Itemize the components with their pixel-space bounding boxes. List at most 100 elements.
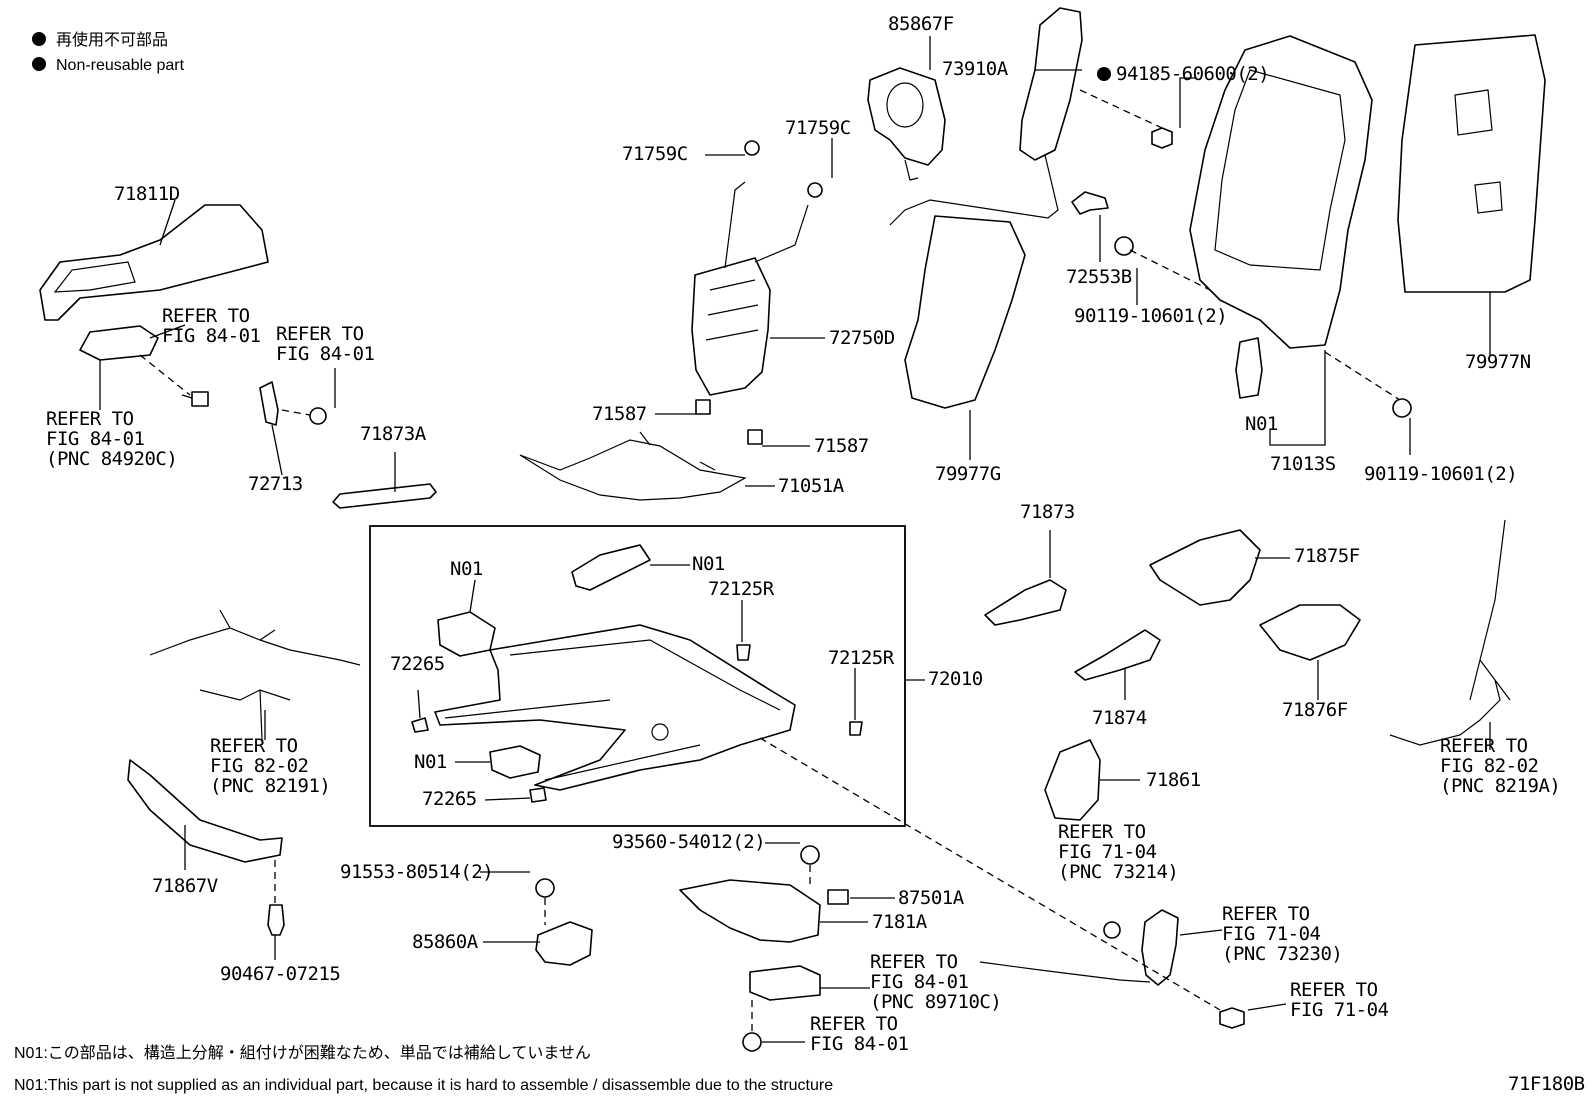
ref-82-02-b-line3: (PNC 8219A) bbox=[1440, 775, 1560, 797]
label-71587-left: 71587 bbox=[592, 403, 647, 425]
ref-84-01-e-line1: REFER TO bbox=[810, 1013, 898, 1035]
ref-84-01-d-line3: (PNC 89710C) bbox=[870, 991, 1001, 1013]
label-71811D: 71811D bbox=[114, 183, 180, 205]
part-71867V-drawing bbox=[127, 759, 283, 863]
part-71013S-frame-drawing bbox=[1189, 35, 1373, 349]
part-71875F-drawing bbox=[1149, 529, 1261, 606]
non-reusable-dot-icon bbox=[32, 57, 46, 71]
ref-71-04-c-line1: REFER TO bbox=[1290, 979, 1378, 1001]
nut-icon bbox=[1151, 127, 1173, 149]
ecu-89710C-drawing bbox=[749, 965, 821, 1001]
label-71873A: 71873A bbox=[360, 423, 427, 445]
non-reusable-dot-icon bbox=[32, 32, 46, 46]
label-71587-right: 71587 bbox=[814, 435, 869, 457]
nut-icon bbox=[1219, 1007, 1245, 1029]
clip-icon bbox=[744, 140, 760, 156]
clip-icon bbox=[695, 399, 711, 415]
ref-71-04-a-line2: FIG 71-04 bbox=[1058, 841, 1157, 863]
part-71861-drawing bbox=[1044, 739, 1101, 821]
label-85860A: 85860A bbox=[412, 931, 479, 953]
label-72713: 72713 bbox=[248, 473, 303, 495]
part-71873-drawing bbox=[984, 579, 1067, 626]
part-71051A-drawing bbox=[519, 439, 747, 501]
ref-71-04-b-line1: REFER TO bbox=[1222, 903, 1310, 925]
clip-72125R-drawing bbox=[849, 721, 863, 736]
label-72265-upper: 72265 bbox=[390, 653, 445, 675]
ref-71-04-a-line3: (PNC 73214) bbox=[1058, 861, 1178, 883]
leader-lines bbox=[99, 36, 1491, 1043]
part-7181A-drawing bbox=[679, 879, 821, 943]
part-73910A-drawing bbox=[1019, 7, 1083, 161]
ref-84-01-d-line1: REFER TO bbox=[870, 951, 958, 973]
label-71759C-left: 71759C bbox=[622, 143, 688, 165]
clip-72265-drawing bbox=[411, 717, 429, 733]
seatbelt-buckle-drawing bbox=[1141, 909, 1179, 986]
label-71013S: 71013S bbox=[1270, 453, 1336, 475]
label-90119-upper: 90119-10601(2) bbox=[1074, 305, 1227, 327]
bolt-icon bbox=[1114, 236, 1134, 256]
footnotes: N01:この部品は、構造上分解・組付けが困難なため、単品では補給していません N… bbox=[14, 1044, 1585, 1095]
bolt-icon bbox=[309, 407, 327, 425]
label-71876F: 71876F bbox=[1282, 699, 1348, 721]
label-N01-box-left: N01 bbox=[450, 558, 483, 580]
part-71811D-drawing bbox=[39, 204, 269, 321]
label-93560: 93560-54012(2) bbox=[612, 831, 765, 853]
legend-jp: 再使用不可部品 bbox=[56, 31, 168, 49]
part-71873A-drawing bbox=[332, 483, 437, 509]
ref-84-01-d-line2: FIG 84-01 bbox=[870, 971, 969, 993]
label-94185: 94185-60600(2) bbox=[1116, 63, 1269, 85]
ref-82-02-b-line2: FIG 82-02 bbox=[1440, 755, 1538, 777]
washer-icon bbox=[1103, 921, 1121, 939]
footnote-en: N01:This part is not supplied as an indi… bbox=[14, 1077, 833, 1094]
label-72750D: 72750D bbox=[829, 327, 895, 349]
label-72125R-upper: 72125R bbox=[708, 578, 775, 600]
figure-id: 71F180B bbox=[1508, 1073, 1585, 1095]
ref-71-04-c-line2: FIG 71-04 bbox=[1290, 999, 1389, 1021]
bolt-icon bbox=[1392, 398, 1412, 418]
label-N01-seatback: N01 bbox=[1245, 413, 1278, 435]
part-labels: 85867F 73910A 94185-60600(2) 71759C 7175… bbox=[114, 13, 1531, 985]
wire-harness-82191-drawing bbox=[149, 609, 361, 741]
screw-icon bbox=[181, 391, 209, 407]
ref-71-04-b-line2: FIG 71-04 bbox=[1222, 923, 1321, 945]
part-72713-drawing bbox=[259, 381, 279, 426]
motor-N01-drawing bbox=[489, 745, 541, 779]
motor-N01-drawing bbox=[437, 611, 496, 657]
part-72010-seat-track-drawing bbox=[434, 624, 796, 791]
label-71873: 71873 bbox=[1020, 501, 1075, 523]
clip-72125R-drawing bbox=[736, 644, 751, 661]
reference-callouts: REFER TO FIG 84-01 REFER TO FIG 84-01 RE… bbox=[46, 305, 1561, 1055]
label-71759C-right: 71759C bbox=[785, 117, 851, 139]
clip-72265-drawing bbox=[529, 787, 547, 803]
label-7181A: 7181A bbox=[872, 911, 928, 933]
label-91553: 91553-80514(2) bbox=[340, 861, 493, 883]
label-71867V: 71867V bbox=[152, 875, 218, 897]
clip-icon bbox=[747, 429, 763, 445]
ref-82-02-a-line3: (PNC 82191) bbox=[210, 775, 330, 797]
ref-84-01-a-line2: FIG 84-01 bbox=[162, 325, 261, 347]
label-79977G: 79977G bbox=[935, 463, 1001, 485]
part-71876F-drawing bbox=[1259, 604, 1361, 661]
non-reusable-dot-icon bbox=[1097, 67, 1111, 81]
clip-90467-drawing bbox=[267, 904, 285, 936]
ref-84-01-c-line2: FIG 84-01 bbox=[46, 428, 145, 450]
ref-82-02-a-line1: REFER TO bbox=[210, 735, 298, 757]
part-72750D-drawing bbox=[691, 257, 771, 396]
label-90467: 90467-07215 bbox=[220, 963, 340, 985]
label-87501A: 87501A bbox=[898, 887, 965, 909]
label-71875F: 71875F bbox=[1294, 545, 1360, 567]
ref-82-02-b-line1: REFER TO bbox=[1440, 735, 1528, 757]
label-72265-lower: 72265 bbox=[422, 788, 477, 810]
label-N01-box-bottom: N01 bbox=[414, 751, 447, 773]
bolt-icon bbox=[742, 1032, 762, 1052]
label-71051A: 71051A bbox=[778, 475, 845, 497]
ref-84-01-c-line3: (PNC 84920C) bbox=[46, 448, 177, 470]
legend-en: Non-reusable part bbox=[56, 57, 185, 74]
label-72553B: 72553B bbox=[1066, 266, 1132, 288]
part-85860A-drawing bbox=[535, 921, 593, 966]
ref-71-04-b-line3: (PNC 73230) bbox=[1222, 943, 1342, 965]
motor-N01-drawing bbox=[1235, 337, 1263, 399]
ref-84-01-e-line2: FIG 84-01 bbox=[810, 1033, 909, 1055]
